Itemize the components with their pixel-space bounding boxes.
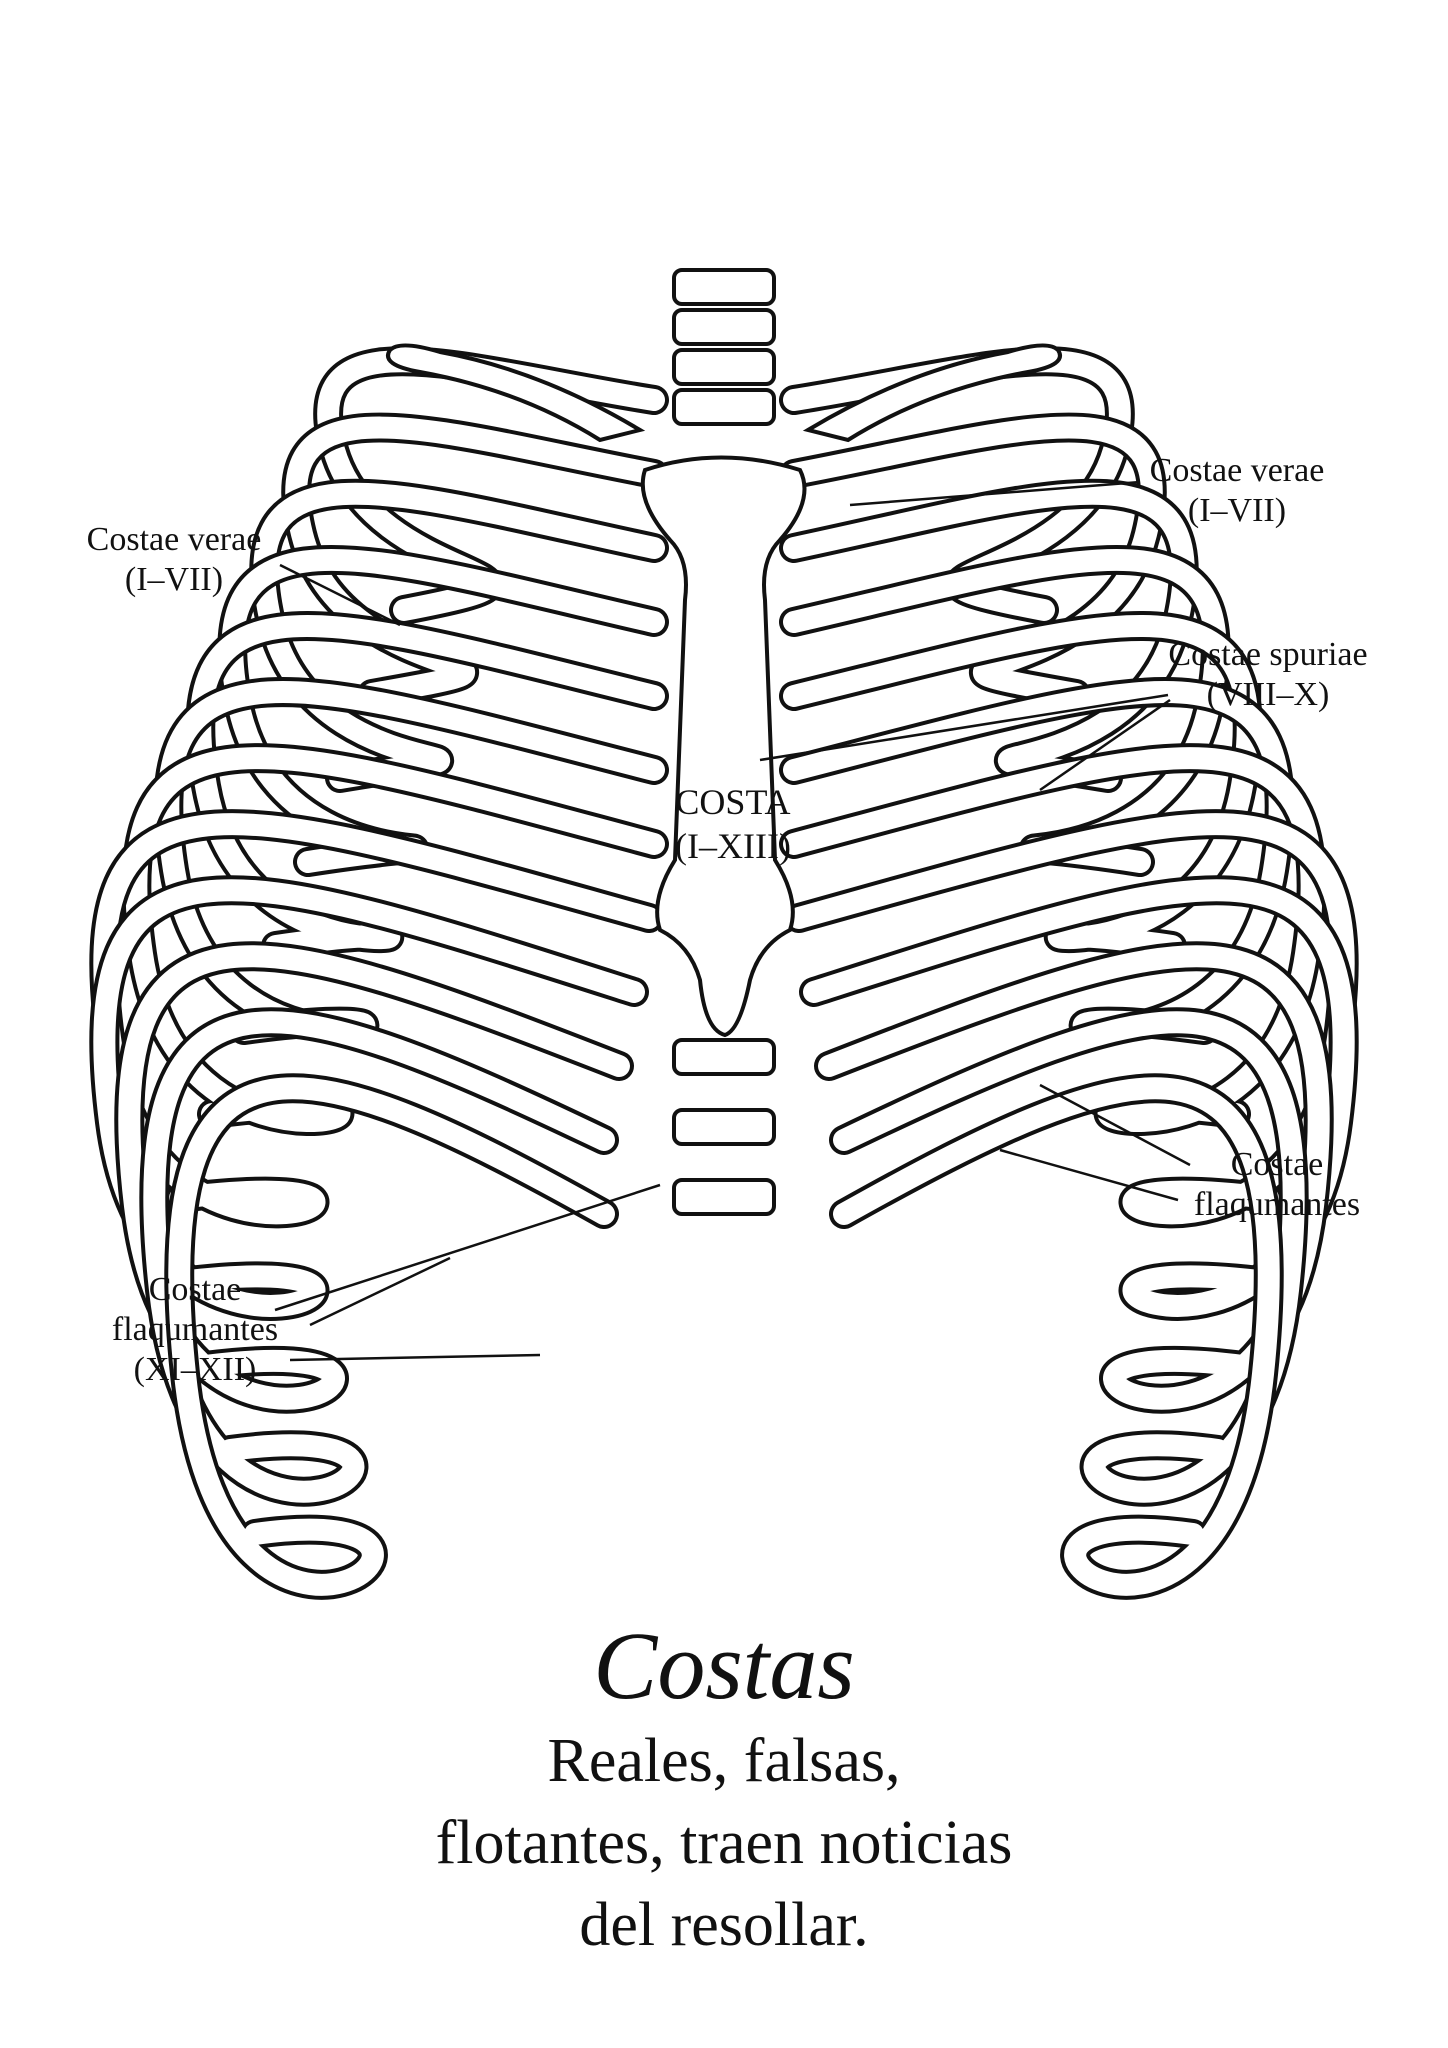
label-name: COSTA xyxy=(675,782,791,822)
title: Costas xyxy=(593,1612,855,1719)
vertebra xyxy=(672,348,776,386)
sternum xyxy=(640,455,807,1038)
rib-fill xyxy=(783,747,1323,1133)
subtitle: Reales, falsas, flotantes, traen noticia… xyxy=(0,1720,1448,1966)
vertebra xyxy=(672,268,776,306)
rib-fill xyxy=(833,1077,1280,1596)
label-costae-verae-right: Costae verae (I–VII) xyxy=(1150,451,1325,531)
label-range: (I–VII) xyxy=(124,561,224,598)
subtitle-line: del resollar. xyxy=(579,1891,869,1959)
vertebra xyxy=(672,1108,776,1146)
vertebra xyxy=(672,1178,776,1216)
rib-fill xyxy=(818,945,1330,1410)
label-name: Costae spuriae xyxy=(1168,636,1368,673)
rib-fill xyxy=(189,615,665,957)
rib-fill xyxy=(93,879,645,1317)
subtitle-line: flotantes, traen noticias xyxy=(435,1809,1013,1877)
spine xyxy=(672,268,776,1216)
clavicle-left xyxy=(386,343,646,443)
label-range: (VIII–X) xyxy=(1206,676,1330,713)
label-line2: flaqumantes xyxy=(111,1311,279,1348)
label-line2: flaqumantes xyxy=(1193,1186,1361,1223)
vertebra xyxy=(672,1038,776,1076)
label-name: Costae verae xyxy=(86,521,262,558)
rib-fill xyxy=(803,879,1355,1317)
rib-fill xyxy=(783,615,1259,957)
label-name: Costae verae xyxy=(1149,452,1325,489)
vertebra xyxy=(672,388,776,426)
rib-fill xyxy=(168,1077,615,1596)
ribs xyxy=(89,346,1359,1600)
rib-fill xyxy=(285,416,665,705)
rib-cage-illustration xyxy=(89,268,1359,1600)
clavicle-right xyxy=(802,343,1062,443)
rib-fill xyxy=(118,945,630,1410)
subtitle-line: Reales, falsas, xyxy=(547,1727,901,1795)
label-costa: COSTA (I–XIII) xyxy=(675,780,791,868)
rib-fill xyxy=(783,416,1163,705)
label-costae-verae-left: Costae verae (I–VII) xyxy=(87,520,262,600)
label-leader-lines xyxy=(274,480,1191,1362)
label-range: (I–XIII) xyxy=(675,826,791,866)
label-costae-spuriae: Costae spuriae (VIII–X) xyxy=(1168,635,1367,715)
vertebra xyxy=(672,308,776,346)
label-range: (I–VII) xyxy=(1187,492,1287,529)
rib-fill xyxy=(143,1011,615,1503)
label-line1: Costae xyxy=(1230,1146,1324,1183)
rib-fill xyxy=(833,1011,1305,1503)
label-costae-flaqumantes-right: Costae flaqumantes xyxy=(1194,1145,1360,1225)
label-range: (XI–XII) xyxy=(133,1351,257,1388)
label-costae-flaqumantes-left: Costae flaqumantes (XI–XII) xyxy=(112,1270,278,1390)
rib-fill xyxy=(125,747,665,1133)
label-line1: Costae xyxy=(148,1271,242,1308)
